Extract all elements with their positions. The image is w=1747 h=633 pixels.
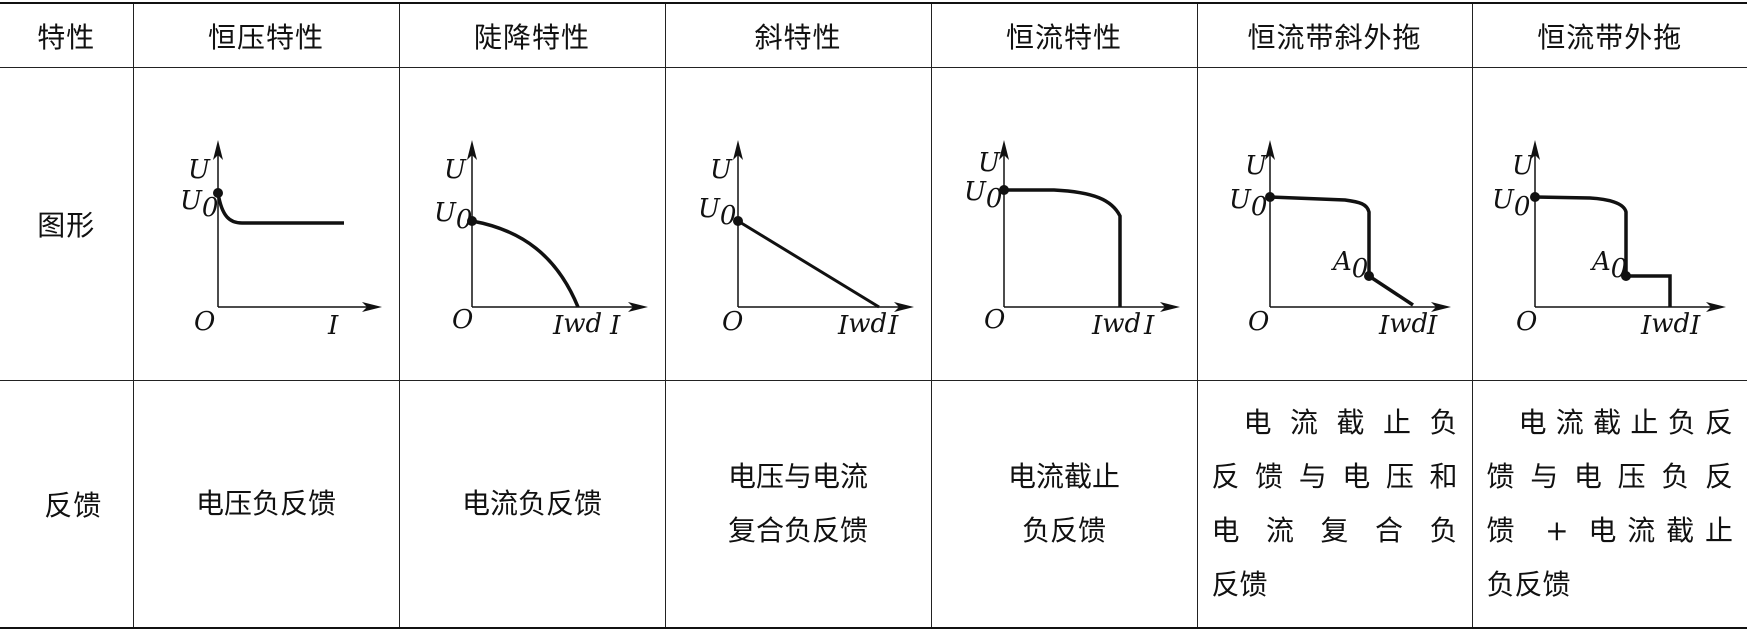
y-axis-label: U [188,155,211,185]
figure-cell-slope: U U0 O Iwd I [664,67,932,381]
header-cell: 恒流特性 [930,2,1198,68]
y-axis-label: U [444,155,467,185]
u0-label: U0 [1492,185,1530,222]
x-axis-label: I [609,311,621,341]
u0-label: U0 [180,186,218,223]
x-axis-label: I [1426,311,1438,341]
a0-label: A0 [1590,247,1627,284]
plot-constant-current: U U0 O Iwd I [964,140,1180,341]
feedback-line: 电压负反馈 [195,486,336,520]
header-cell: 特性 [0,2,134,68]
feedback-cell-cc-slope-tail: 电流截止负 反馈与电压和 电流复合负 反馈 [1196,380,1473,629]
origin-label: O [722,307,743,337]
x-axis-label: I [327,311,339,341]
header-row: 特性 恒压特性 陡降特性 斜特性 恒流特性 恒流带斜外拖 恒流带外拖 [0,2,1747,68]
u0-label: U0 [1229,185,1267,222]
header-cell: 恒流带外拖 [1471,2,1747,68]
header-cell: 陡降特性 [398,2,666,68]
feedback-line: 电压与电流 [727,459,868,493]
u0-label: U0 [964,177,1002,214]
plot-slope: U U0 O Iwd I [698,140,914,341]
row-label-figure: 图形 [0,67,134,381]
feedback-line: 电流截止负 [1243,405,1458,439]
feedback-line: 复合负反馈 [727,513,868,547]
feedback-cell-slope: 电压与电流 复合负反馈 [664,380,932,629]
origin-label: O [984,305,1005,335]
feedback-cell-constant-current: 电流截止 负反馈 [930,380,1198,629]
feedback-line: 负反馈 [1486,567,1571,601]
feedback-line: 负反馈 [1021,513,1106,547]
iwd-label: Iwd [1640,309,1690,341]
figure-row: 图形 U U0 O I [0,67,1747,381]
feedback-line: 反馈与电压和 [1211,459,1458,493]
figure-cell-steep-drop: U U0 O Iwd I [398,67,666,381]
header-cell: 恒流带斜外拖 [1196,2,1473,68]
feedback-line: 电流负反馈 [461,486,602,520]
origin-label: O [1248,307,1269,337]
feedback-line: 馈与电压负反 [1486,459,1734,493]
feedback-line: 馈 + 电流截止 [1486,513,1734,547]
feedback-cell-cc-tail: 电流截止负反 馈与电压负反 馈 + 电流截止 负反馈 [1471,380,1747,629]
u0-label: U0 [434,198,472,235]
row-label-feedback: 反馈 [0,380,134,629]
plot-steep-drop: U U0 O Iwd I [434,140,648,341]
figure-cell-constant-voltage: U U0 O I [132,67,400,381]
origin-label: O [452,305,473,335]
feedback-line: 反馈 [1211,567,1268,601]
origin-label: O [1516,307,1537,337]
x-axis-label: I [1689,311,1701,341]
x-axis-label: I [887,311,899,341]
feedback-line: 电流复合负 [1211,513,1458,547]
y-axis-label: U [1512,151,1535,181]
iwd-label: Iwd [1091,309,1141,341]
iwd-label: Iwd [552,309,602,341]
feedback-cell-constant-voltage: 电压负反馈 [132,380,400,629]
feedback-cell-steep-drop: 电流负反馈 [398,380,666,629]
feedback-line: 电流截止负反 [1518,405,1734,439]
feedback-row: 反馈 电压负反馈 电流负反馈 电压与电流 复合负反馈 电流截止 负反馈 电流截止… [0,380,1747,629]
header-cell: 斜特性 [664,2,932,68]
figure-cell-cc-slope-tail: U U0 A0 O Iwd I [1196,67,1473,381]
y-axis-label: U [1245,151,1268,181]
iwd-label: Iwd [1378,309,1428,341]
header-cell: 恒压特性 [132,2,400,68]
y-axis-label: U [978,148,1001,178]
figure-cell-constant-current: U U0 O Iwd I [930,67,1198,381]
plot-cc-slope-tail: U U0 A0 O Iwd I [1229,140,1451,341]
a0-label: A0 [1331,247,1368,284]
y-axis-label: U [710,155,733,185]
feedback-line: 电流截止 [1007,459,1120,493]
u0-label: U0 [698,194,736,231]
figure-cell-cc-tail: U U0 A0 O Iwd I [1471,67,1747,381]
iwd-label: Iwd [837,309,887,341]
origin-label: O [194,307,215,337]
plot-cc-tail: U U0 A0 O Iwd I [1492,140,1726,341]
x-axis-label: I [1143,311,1155,341]
plot-constant-voltage: U U0 O I [180,140,382,341]
